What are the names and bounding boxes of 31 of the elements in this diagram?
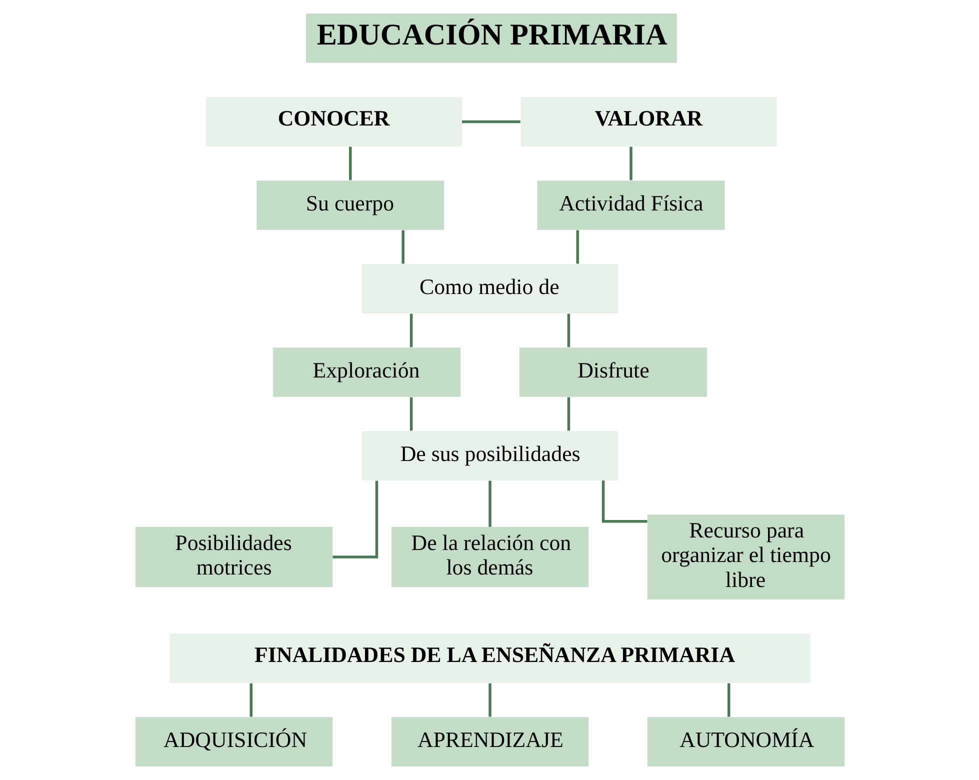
connector	[488, 683, 491, 717]
node-box: APRENDIZAJE	[390, 717, 588, 766]
node-box: De sus posibilidades	[362, 431, 618, 480]
node-box: CONOCER	[205, 97, 462, 146]
connector	[488, 480, 491, 527]
node-box: EDUCACIÓN PRIMARIA	[305, 14, 676, 63]
node-box: Posibilidades motrices	[134, 526, 332, 588]
connector	[348, 146, 352, 180]
node-box: AUTONOMÍA	[646, 717, 844, 766]
connector	[332, 480, 378, 558]
connector	[601, 480, 647, 523]
node-box: De la relación con los demás	[390, 526, 588, 588]
connector	[249, 683, 252, 717]
node-box: Como medio de	[362, 264, 618, 314]
connector	[566, 397, 570, 431]
node-box: ADQUISICIÓN	[134, 717, 332, 766]
connector	[462, 120, 520, 124]
node-box: Su cuerpo	[256, 180, 444, 230]
connector	[727, 683, 730, 717]
connector	[409, 314, 412, 348]
node-box: Recurso para organizar el tiempo libre	[646, 514, 844, 600]
connector	[409, 397, 412, 431]
node-box: VALORAR	[520, 97, 776, 146]
connector	[401, 230, 404, 264]
connector	[629, 146, 632, 180]
node-box: FINALIDADES DE LA ENSEÑANZA PRIMARIA	[169, 634, 810, 683]
node-box: Disfrute	[518, 348, 706, 397]
node-box: Exploración	[272, 348, 460, 397]
node-box: Actividad Física	[536, 180, 724, 230]
connector	[576, 230, 578, 264]
connector	[566, 314, 570, 348]
